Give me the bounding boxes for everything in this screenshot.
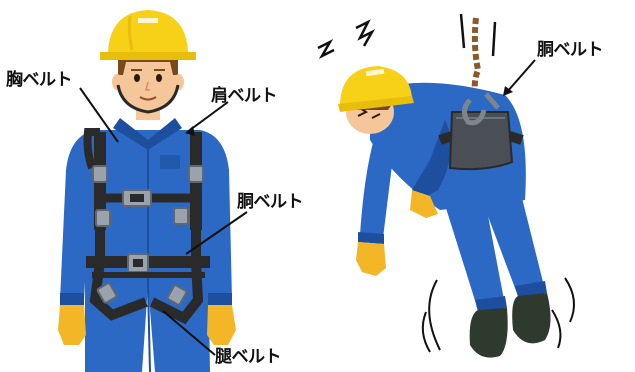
waist-belt-label-fall: 胴ベルト xyxy=(537,42,603,59)
falling-worker-figure xyxy=(318,14,574,358)
harness-worker-figure xyxy=(58,10,247,372)
shoulder-belt-label: 肩ベルト xyxy=(211,88,277,105)
chest-belt-label: 胸ベルト xyxy=(6,72,72,89)
left-glove xyxy=(58,305,86,345)
right-glove xyxy=(207,305,236,345)
right-boot xyxy=(512,293,550,343)
waist-belt-label-harness: 胴ベルト xyxy=(237,194,303,211)
helmet-icon xyxy=(108,10,188,52)
dizzy-mark-icon xyxy=(318,42,334,56)
lanyard-rope xyxy=(475,18,478,100)
left-boot xyxy=(470,308,508,358)
thigh-belt-label: 腿ベルト xyxy=(215,349,281,366)
